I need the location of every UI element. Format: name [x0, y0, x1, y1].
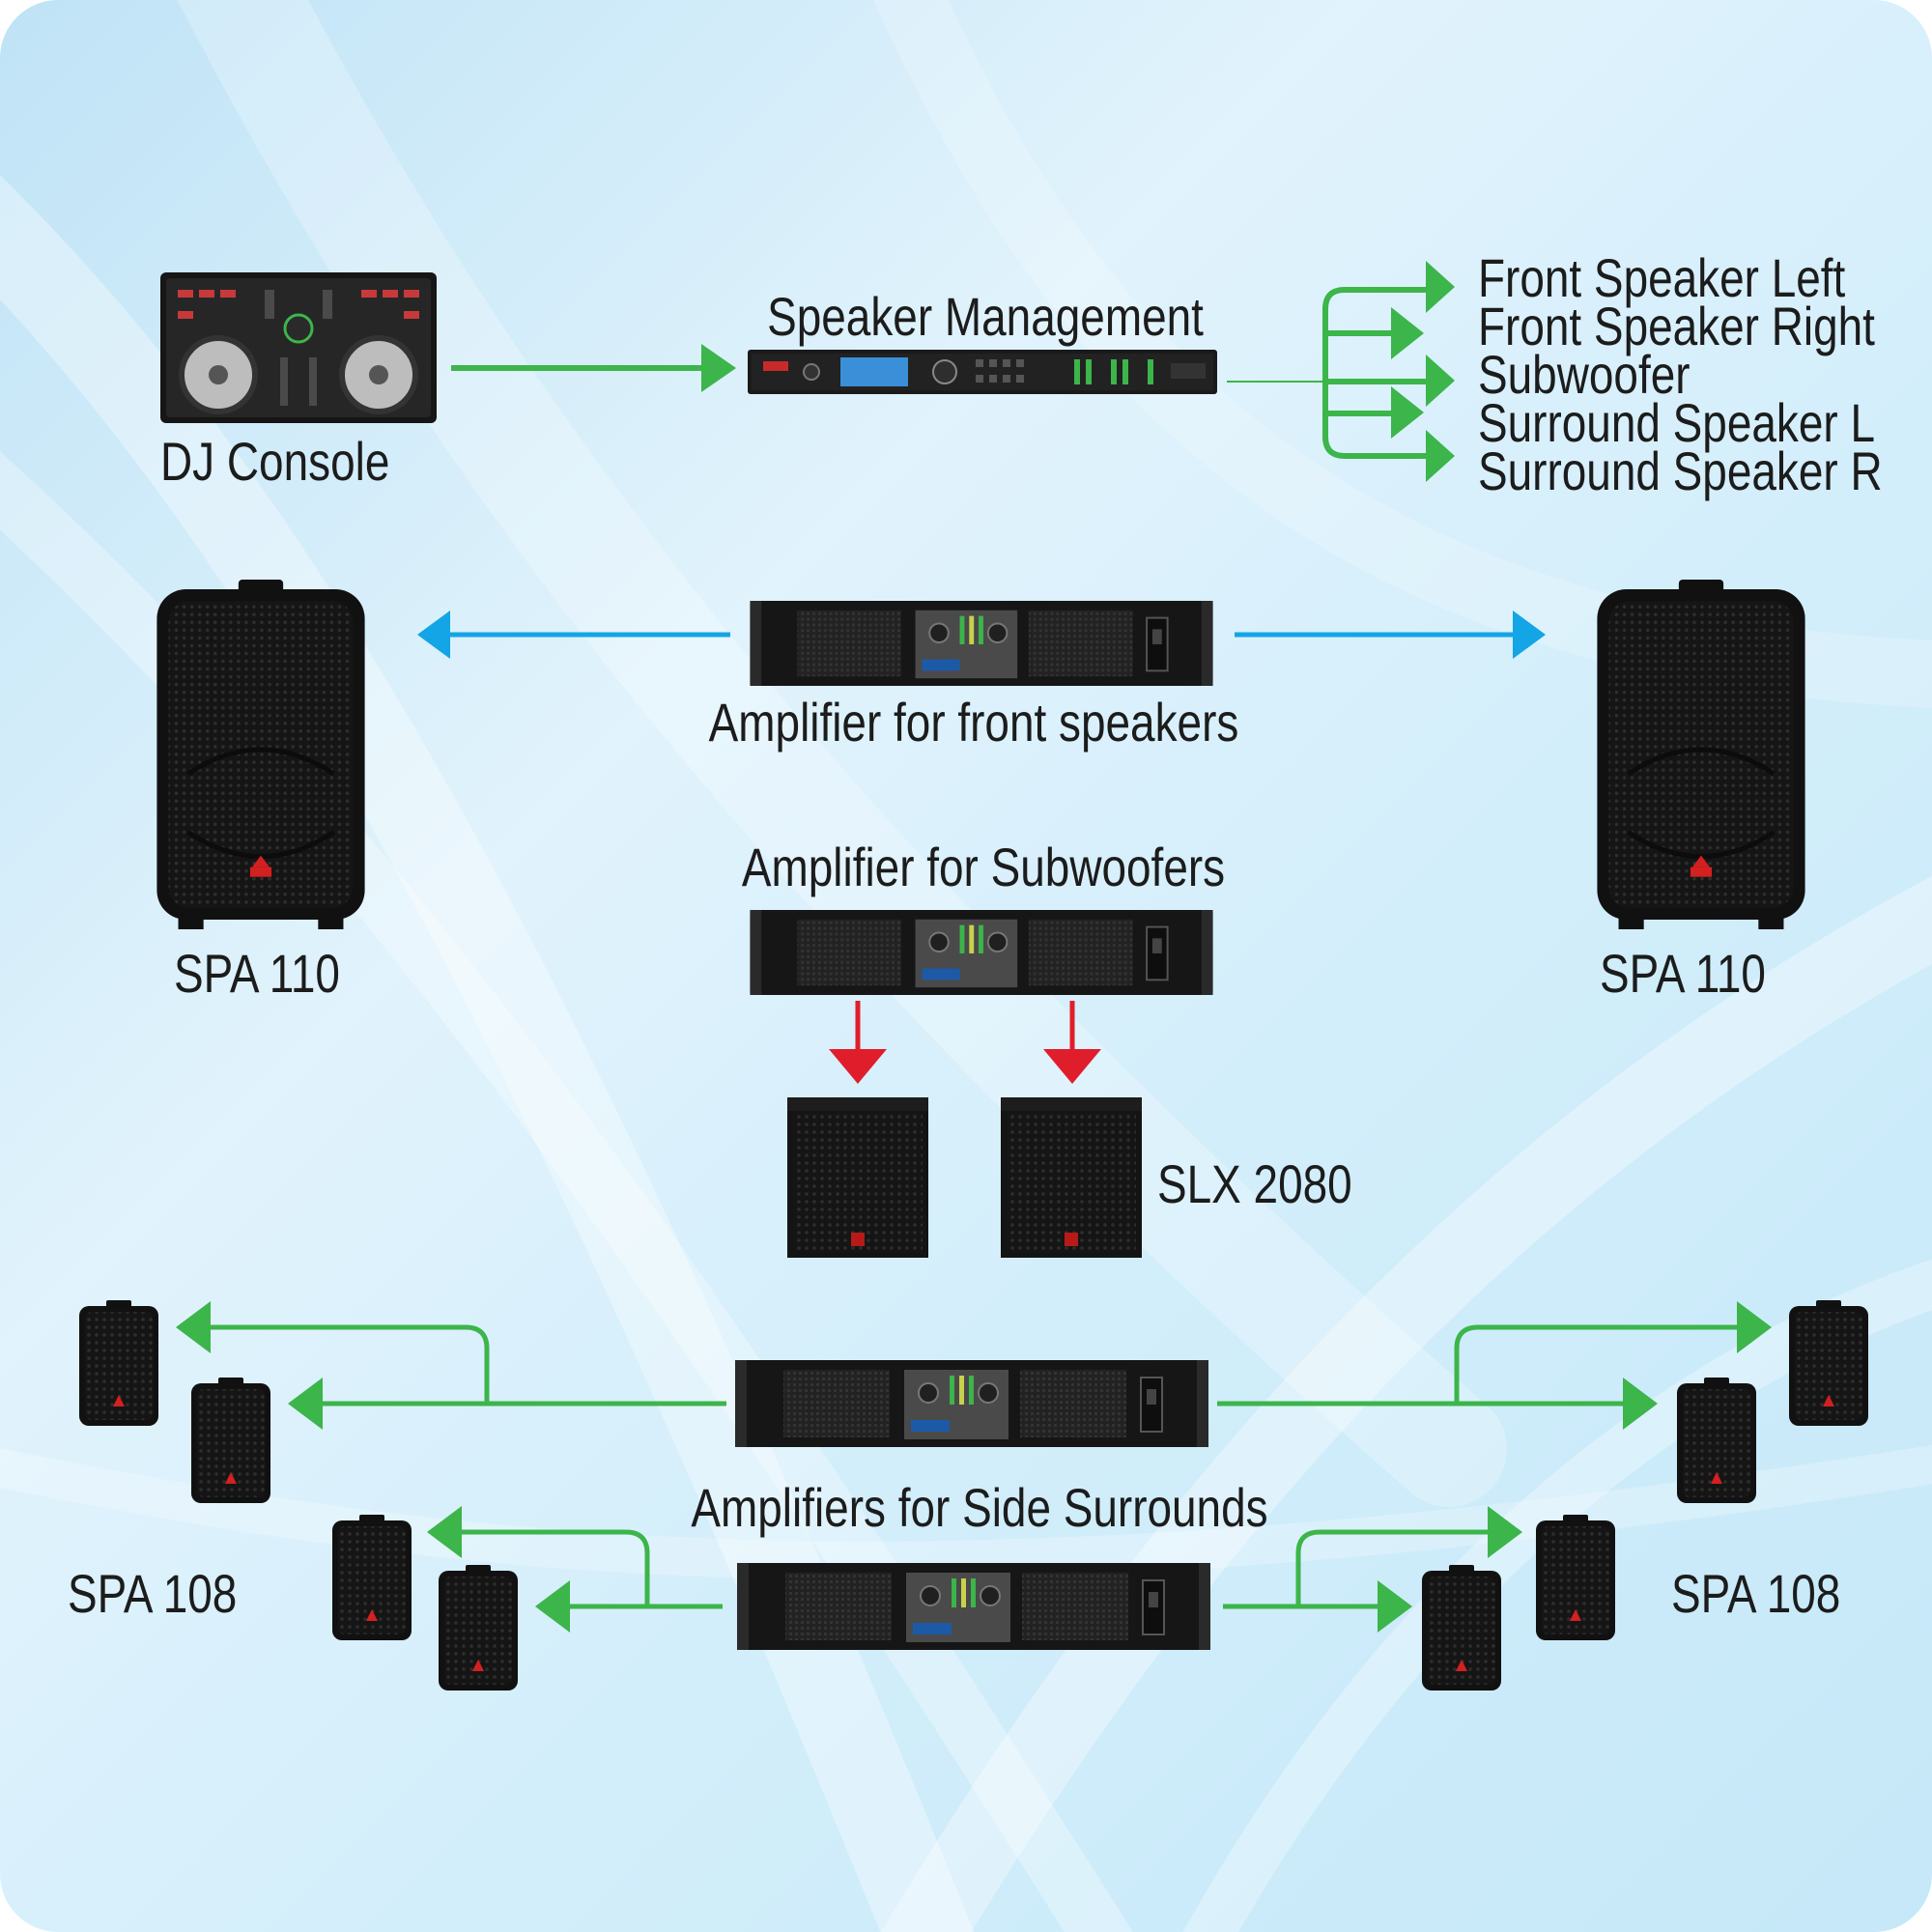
surround-speaker-right-3: [1536, 1515, 1615, 1640]
output-front-speaker-right: Front Speaker Right: [1478, 296, 1875, 356]
surround-amplifier-lower-device: [737, 1563, 1210, 1650]
arrow-front-right: [1235, 611, 1546, 659]
speaker-management-device: [748, 350, 1217, 394]
surround-speaker-left-4: [439, 1565, 518, 1690]
front-amplifier-device: [749, 601, 1214, 686]
arrow-dj-to-speaker-management: [451, 344, 736, 392]
arrow-subwoofer-left: [829, 1001, 887, 1084]
output-surround-speaker-l: Surround Speaker L: [1478, 392, 1875, 453]
dj-console-device: [160, 272, 437, 423]
subwoofer-right: [1001, 1097, 1142, 1258]
surround-speaker-right-1: [1789, 1300, 1868, 1426]
surround-amplifier-upper-device: [734, 1360, 1209, 1447]
surround-speaker-left-2: [191, 1378, 270, 1503]
subwoofer-amplifier-label: Amplifier for Subwoofers: [741, 837, 1226, 897]
surround-speaker-left-3: [332, 1515, 412, 1640]
front-amplifier-label: Amplifier for front speakers: [708, 692, 1239, 753]
front-speaker-left-label: SPA 110: [174, 943, 340, 1004]
front-speaker-right-label: SPA 110: [1600, 943, 1766, 1004]
speaker-management-label: Speaker Management: [767, 286, 1204, 347]
front-speaker-right: [1597, 580, 1804, 929]
speaker-management-output-bracket: [1227, 287, 1430, 459]
surround-speaker-right-2: [1677, 1378, 1756, 1503]
output-surround-speaker-r: Surround Speaker R: [1478, 440, 1883, 501]
surround-speaker-right-label: SPA 108: [1671, 1563, 1841, 1624]
subwoofer-amplifier-device: [749, 910, 1214, 995]
surround-speaker-left-1: [79, 1300, 158, 1426]
surround-arrows-left: [176, 1301, 726, 1633]
surround-speaker-right-4: [1422, 1565, 1501, 1690]
arrow-subwoofer-right: [1043, 1001, 1101, 1084]
output-subwoofer: Subwoofer: [1478, 344, 1690, 405]
surround-amplifiers-label: Amplifiers for Side Surrounds: [691, 1477, 1268, 1538]
surround-speaker-left-label: SPA 108: [68, 1563, 238, 1624]
surround-arrows-right: [1217, 1301, 1772, 1633]
arrow-front-left: [417, 611, 730, 659]
front-speaker-left: [156, 580, 364, 929]
speaker-management-output-arrowheads: [1391, 261, 1455, 482]
dj-console-label: DJ Console: [160, 431, 390, 492]
subwoofer-label: SLX 2080: [1157, 1153, 1352, 1214]
subwoofer-left: [787, 1097, 928, 1258]
output-front-speaker-left: Front Speaker Left: [1478, 247, 1846, 308]
